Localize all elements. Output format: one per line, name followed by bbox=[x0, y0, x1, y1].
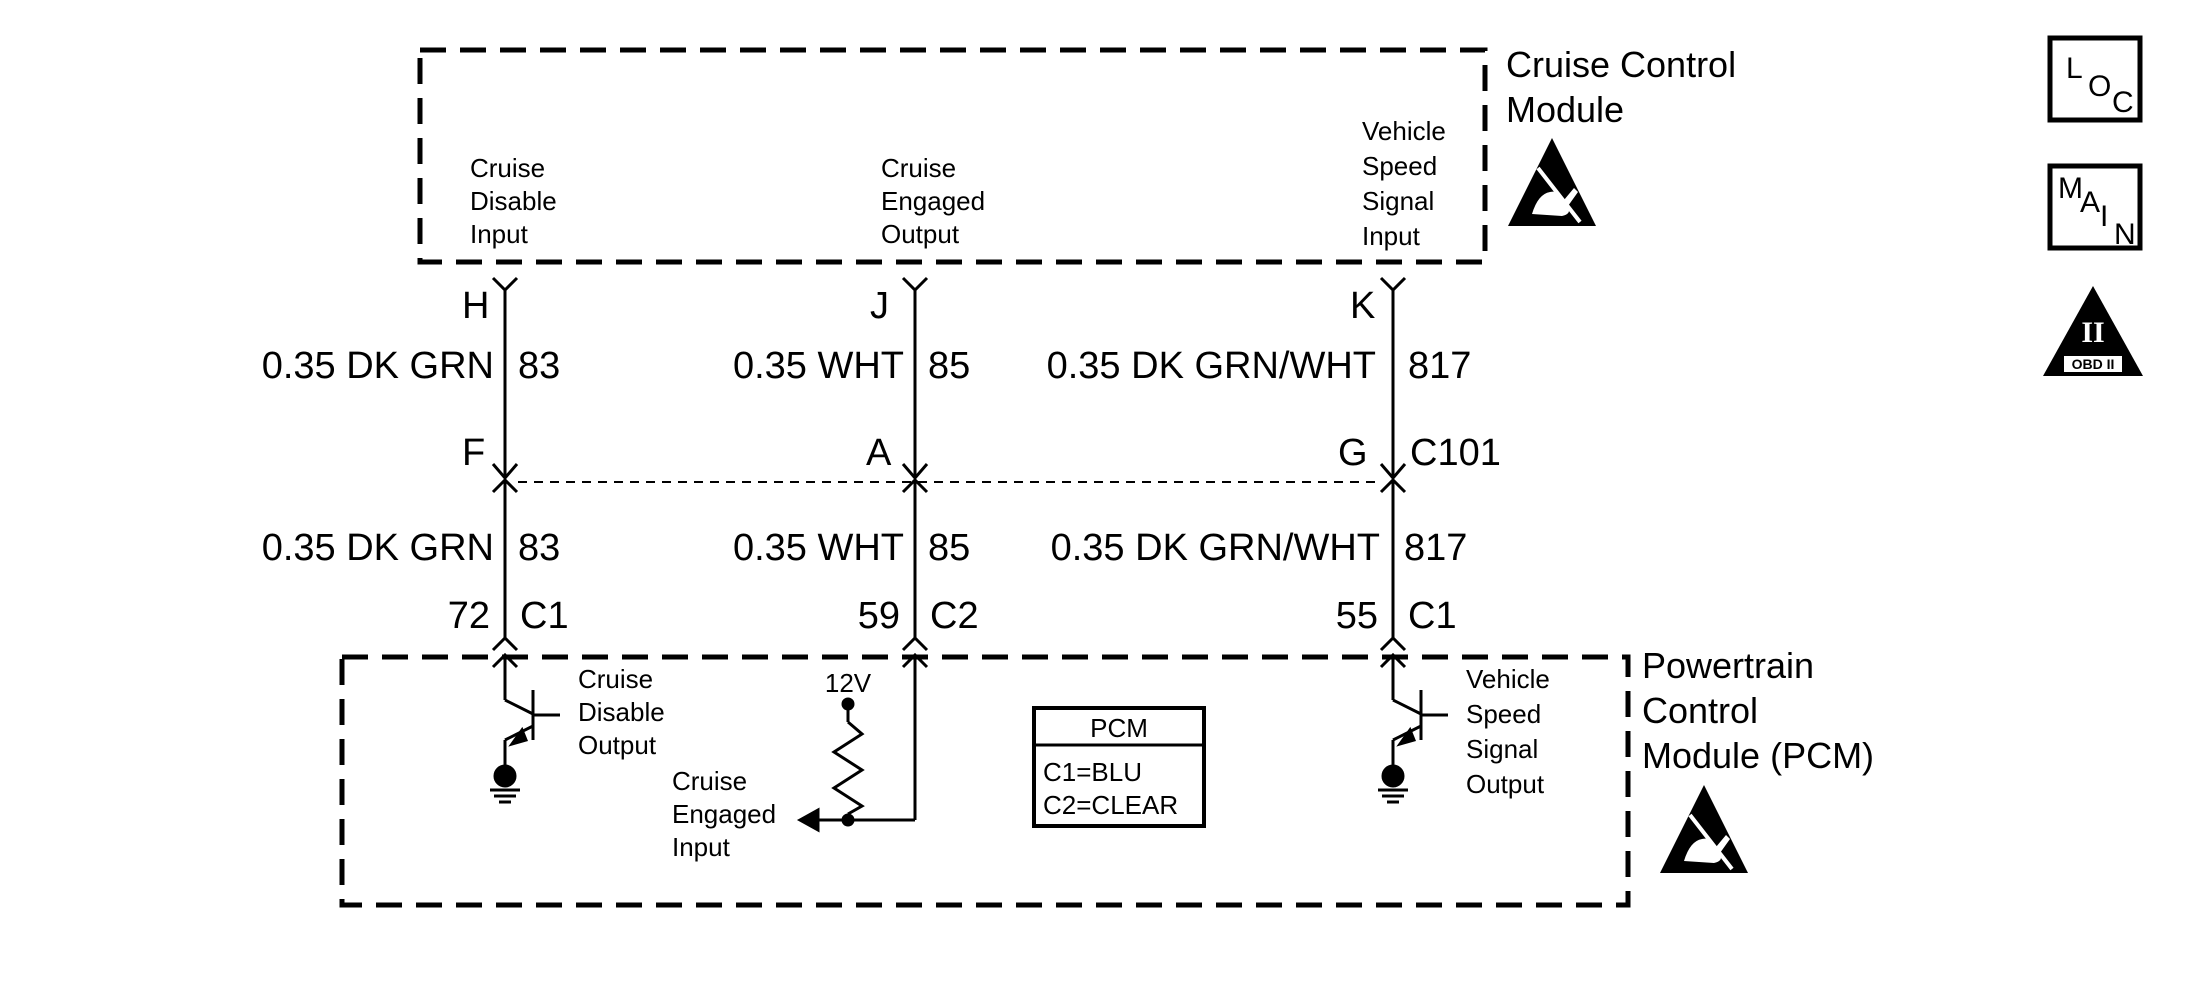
wire-83-bottom-label: 0.35 DK GRN bbox=[262, 527, 494, 569]
svg-text:C2=CLEAR: C2=CLEAR bbox=[1043, 790, 1178, 820]
pin-a: A bbox=[866, 432, 892, 474]
esd-warning-icon bbox=[1660, 785, 1748, 873]
svg-text:C: C bbox=[2112, 86, 2134, 119]
pcm-pin-72: 72 bbox=[448, 595, 490, 637]
svg-text:I: I bbox=[2100, 200, 2108, 233]
pcm-connector-c2: C2 bbox=[930, 595, 979, 637]
svg-text:Speed: Speed bbox=[1466, 699, 1541, 729]
wire-83-top-label: 0.35 DK GRN bbox=[262, 345, 494, 387]
svg-text:Cruise: Cruise bbox=[672, 766, 747, 796]
svg-text:PCM: PCM bbox=[1090, 713, 1148, 743]
c101-label: C101 bbox=[1410, 432, 1501, 474]
wire-817-top-label: 0.35 DK GRN/WHT bbox=[1047, 345, 1376, 387]
loc-icon: L O C bbox=[2047, 35, 2143, 123]
svg-text:OBD II: OBD II bbox=[2072, 356, 2115, 372]
pin-k: K bbox=[1350, 285, 1375, 327]
svg-text:Cruise: Cruise bbox=[578, 664, 653, 694]
circuit-85-top: 85 bbox=[928, 345, 970, 387]
cruise-module-title-1: Cruise Control bbox=[1506, 44, 1736, 85]
circuit-83-wire bbox=[491, 276, 519, 700]
vehicle-speed-signal-input-label: Vehicle Speed Signal Input bbox=[1362, 116, 1446, 251]
circuit-85-bottom: 85 bbox=[928, 527, 970, 569]
pin-j: J bbox=[870, 285, 889, 327]
pcm-title-3: Module (PCM) bbox=[1642, 735, 1874, 776]
pcm-pin-55: 55 bbox=[1336, 595, 1378, 637]
cruise-disable-transistor bbox=[490, 690, 560, 804]
svg-text:Output: Output bbox=[1466, 769, 1545, 799]
pcm-pin-59: 59 bbox=[858, 595, 900, 637]
cruise-disable-input-label: Cruise Disable Input bbox=[470, 153, 557, 249]
svg-text:Signal: Signal bbox=[1466, 734, 1538, 764]
svg-text:Input: Input bbox=[1362, 221, 1421, 251]
svg-text:Vehicle: Vehicle bbox=[1362, 116, 1446, 146]
pcm-connector-c1-a: C1 bbox=[520, 595, 569, 637]
svg-text:II: II bbox=[2081, 316, 2104, 349]
svg-text:Signal: Signal bbox=[1362, 186, 1434, 216]
circuit-817-bottom: 817 bbox=[1404, 527, 1467, 569]
svg-text:Input: Input bbox=[470, 219, 529, 249]
svg-text:C1=BLU: C1=BLU bbox=[1043, 757, 1142, 787]
wire-85-top-label: 0.35 WHT bbox=[733, 345, 904, 387]
svg-text:Cruise: Cruise bbox=[881, 153, 956, 183]
cruise-engaged-output-label: Cruise Engaged Output bbox=[881, 153, 985, 249]
pin-g: G bbox=[1338, 432, 1368, 474]
pin-h: H bbox=[462, 285, 489, 327]
svg-text:M: M bbox=[2058, 172, 2083, 205]
svg-text:Disable: Disable bbox=[578, 697, 665, 727]
wire-85-bottom-label: 0.35 WHT bbox=[733, 527, 904, 569]
pcm-title-2: Control bbox=[1642, 690, 1758, 731]
cruise-engaged-input-label: Cruise Engaged Input bbox=[672, 766, 776, 862]
cruise-module-title-2: Module bbox=[1506, 89, 1624, 130]
pcm-connector-legend: PCM C1=BLU C2=CLEAR bbox=[1032, 706, 1206, 828]
svg-text:Vehicle: Vehicle bbox=[1466, 664, 1550, 694]
svg-text:A: A bbox=[2080, 186, 2100, 219]
cruise-control-module-box bbox=[417, 47, 1488, 265]
pull-up-resistor bbox=[796, 697, 915, 833]
cruise-disable-output-label: Cruise Disable Output bbox=[578, 664, 665, 760]
circuit-817-wire bbox=[1379, 276, 1407, 700]
wire-817-bottom-label: 0.35 DK GRN/WHT bbox=[1051, 527, 1380, 569]
svg-text:Engaged: Engaged bbox=[881, 186, 985, 216]
svg-text:L: L bbox=[2066, 52, 2083, 85]
circuit-83-bottom: 83 bbox=[518, 527, 560, 569]
vehicle-speed-transistor bbox=[1378, 690, 1448, 804]
supply-12v-label: 12V bbox=[825, 668, 872, 698]
pcm-connector-c1-b: C1 bbox=[1408, 595, 1457, 637]
main-icon: M A I N bbox=[2047, 163, 2143, 251]
pcm-module-box bbox=[339, 654, 1631, 908]
svg-text:Output: Output bbox=[881, 219, 960, 249]
svg-text:Output: Output bbox=[578, 730, 657, 760]
circuit-85-wire bbox=[901, 276, 929, 820]
vehicle-speed-signal-output-label: Vehicle Speed Signal Output bbox=[1466, 664, 1550, 799]
svg-text:Engaged: Engaged bbox=[672, 799, 776, 829]
esd-warning-icon bbox=[1508, 138, 1596, 226]
circuit-83-top: 83 bbox=[518, 345, 560, 387]
svg-text:Cruise: Cruise bbox=[470, 153, 545, 183]
svg-text:Disable: Disable bbox=[470, 186, 557, 216]
obd-ii-icon: II OBD II bbox=[2043, 286, 2143, 376]
svg-text:Speed: Speed bbox=[1362, 151, 1437, 181]
pin-f: F bbox=[462, 432, 485, 474]
svg-text:Input: Input bbox=[672, 832, 731, 862]
svg-text:N: N bbox=[2114, 218, 2136, 251]
pcm-title-1: Powertrain bbox=[1642, 645, 1814, 686]
circuit-817-top: 817 bbox=[1408, 345, 1471, 387]
svg-text:O: O bbox=[2088, 70, 2111, 103]
